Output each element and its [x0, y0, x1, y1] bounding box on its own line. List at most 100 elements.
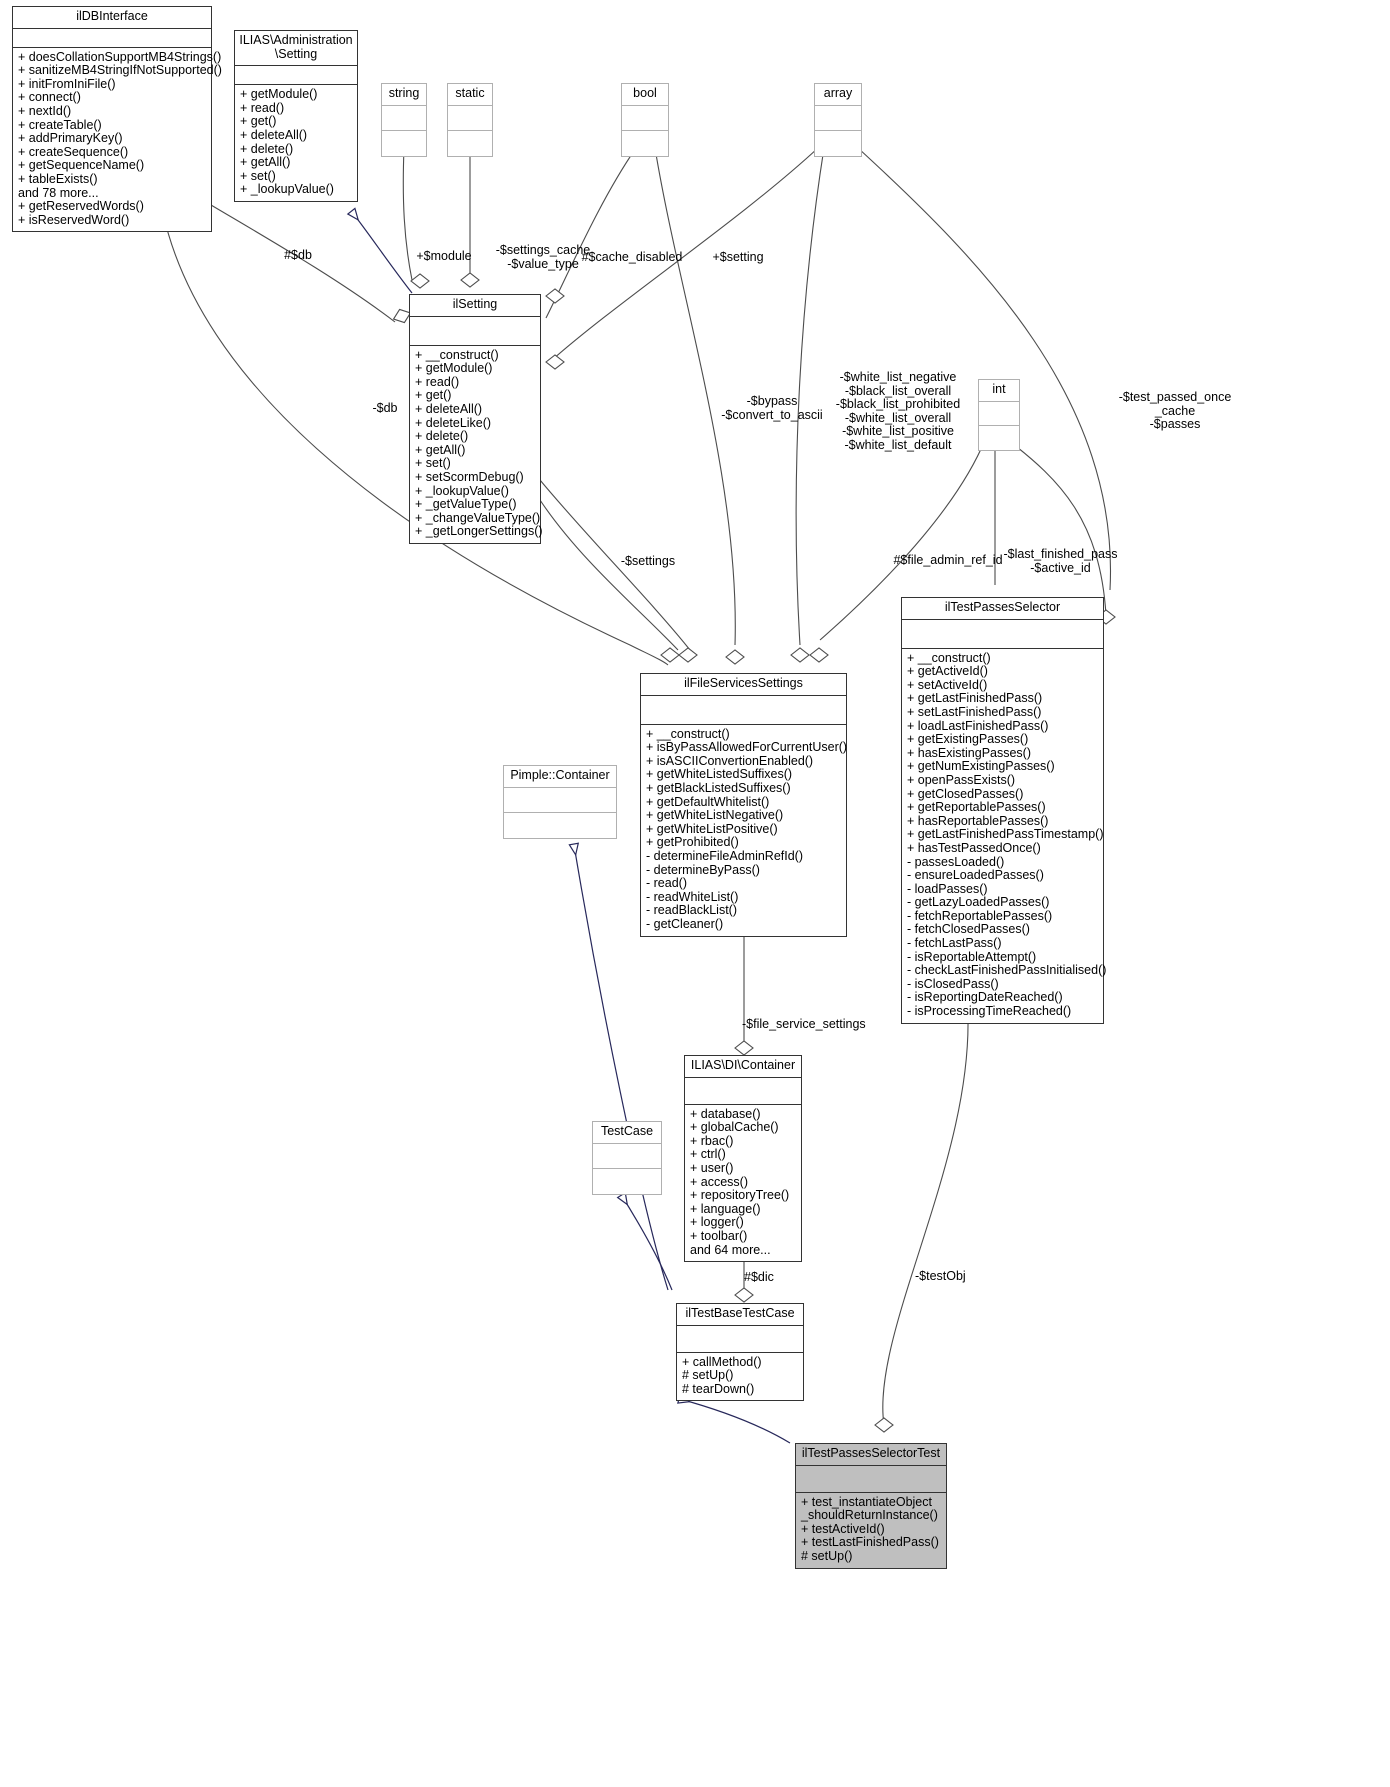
class-member: + getProhibited() — [646, 835, 739, 850]
class-member: + ctrl() — [690, 1147, 726, 1162]
class-attributes — [13, 29, 211, 48]
class-title: int — [979, 380, 1019, 402]
class-operations: + doesCollationSupportMB4Strings()+ sani… — [13, 48, 222, 232]
class-member: + getReportablePasses() — [907, 800, 1046, 815]
class-member: + __construct() — [907, 650, 991, 665]
class-member: + set() — [415, 456, 451, 471]
class-member: + _changeValueType() — [415, 510, 541, 525]
class-attributes — [641, 696, 846, 725]
class-member: + loadLastFinishedPass() — [907, 718, 1049, 733]
edge-label-whitelists: -$white_list_negative -$black_list_overa… — [835, 370, 961, 452]
class-member: - passesLoaded() — [907, 854, 1005, 869]
class-title: bool — [622, 84, 668, 106]
class-member: + __construct() — [646, 726, 730, 741]
class-member: - fetchReportablePasses() — [907, 908, 1053, 923]
class-member: + hasExistingPasses() — [907, 745, 1032, 760]
class-operations — [504, 813, 616, 838]
class-title: ILIAS\Administration \Setting — [235, 31, 357, 67]
class-member: + isByPassAllowedForCurrentUser() — [646, 740, 848, 755]
class-int[interactable]: int — [978, 379, 1020, 451]
class-string[interactable]: string — [381, 83, 427, 157]
class-member: + getClosedPasses() — [907, 786, 1024, 801]
class-member: + getNumExistingPasses() — [907, 759, 1055, 774]
class-member: + getSequenceName() — [18, 158, 145, 173]
class-ilsetting[interactable]: ilSetting + __construct()+ getModule()+ … — [409, 294, 543, 544]
class-member: + repositoryTree() — [690, 1188, 790, 1203]
class-testcase[interactable]: TestCase — [592, 1121, 662, 1195]
class-attributes — [677, 1326, 803, 1353]
edge-label-last-finished-pass: -$last_finished_pass -$active_id — [1003, 547, 1118, 575]
edge-label-settings: -$settings — [620, 554, 676, 568]
class-member: - ensureLoadedPasses() — [907, 868, 1044, 883]
class-member: + get() — [240, 114, 277, 129]
class-array[interactable]: array — [814, 83, 862, 157]
class-attributes — [902, 620, 1103, 649]
class-member: - determineByPass() — [646, 862, 760, 877]
class-iltestbasetestcase[interactable]: ilTestBaseTestCase + callMethod()# setUp… — [676, 1303, 804, 1402]
edge-label-file-service-settings: -$file_service_settings — [742, 1017, 866, 1031]
class-operations: + getModule()+ read()+ get()+ deleteAll(… — [235, 85, 357, 201]
class-member: + tableExists() — [18, 171, 98, 186]
class-attributes — [382, 106, 426, 131]
class-member: + setActiveId() — [907, 677, 988, 692]
class-member: and 64 more... — [690, 1242, 771, 1257]
class-ilfileservicessettings[interactable]: ilFileServicesSettings + __construct()+ … — [640, 673, 847, 937]
class-title: ILIAS\DI\Container — [685, 1056, 801, 1078]
class-static[interactable]: static — [447, 83, 493, 157]
class-ilias-administration-setting[interactable]: ILIAS\Administration \Setting + getModul… — [234, 30, 358, 202]
class-member: + read() — [240, 100, 285, 115]
class-member: + _getLongerSettings() — [415, 524, 543, 539]
class-bool[interactable]: bool — [621, 83, 669, 157]
class-member: - determineFileAdminRefId() — [646, 848, 803, 863]
class-member: + sanitizeMB4StringIfNotSupported() — [18, 63, 222, 78]
class-member: # setUp() — [801, 1548, 853, 1563]
class-member: + getActiveId() — [907, 664, 988, 679]
class-member: + toolbar() — [690, 1228, 748, 1243]
class-operations: + __construct()+ getActiveId()+ setActiv… — [902, 649, 1106, 1023]
edge-label-setting: +$setting — [712, 250, 764, 264]
edge-label-bypass: -$bypass -$convert_to_ascii — [721, 394, 823, 422]
class-member: + getAll() — [240, 155, 291, 170]
class-member: + createTable() — [18, 117, 102, 132]
class-member: + get() — [415, 388, 452, 403]
class-member: + testLastFinishedPass() — [801, 1535, 939, 1550]
edge-label-db-fileservices: -$db — [372, 401, 398, 415]
class-operations — [382, 131, 426, 156]
class-iltestpassesselectortest[interactable]: ilTestPassesSelectorTest + test_instanti… — [795, 1443, 947, 1569]
class-member: - isClosedPass() — [907, 976, 999, 991]
class-pimple-container[interactable]: Pimple::Container — [503, 765, 617, 839]
class-member: + getLastFinishedPass() — [907, 691, 1043, 706]
class-member: + getWhiteListedSuffixes() — [646, 767, 793, 782]
class-member: + getDefaultWhitelist() — [646, 794, 770, 809]
class-member: - readBlackList() — [646, 903, 737, 918]
class-operations — [622, 131, 668, 156]
class-ildbinterface[interactable]: ilDBInterface + doesCollationSupportMB4S… — [12, 6, 222, 233]
class-member: + rbac() — [690, 1133, 734, 1148]
edge-label-dic: #$dic — [744, 1270, 774, 1284]
class-member: + createSequence() — [18, 144, 129, 159]
class-title: ilTestPassesSelector — [902, 598, 1103, 620]
class-attributes — [504, 788, 616, 813]
class-member: _shouldReturnInstance() — [801, 1508, 938, 1523]
class-member: - readWhiteList() — [646, 889, 739, 904]
class-iltestpassesselector[interactable]: ilTestPassesSelector + __construct()+ ge… — [901, 597, 1106, 1024]
edge-label-cache-disabled: #$cache_disabled — [581, 250, 683, 264]
class-attributes — [410, 317, 540, 346]
class-member: - isReportingDateReached() — [907, 990, 1063, 1005]
edge-label-settings-cache: -$settings_cache -$value_type — [495, 243, 591, 271]
edge-label-module: +$module — [416, 249, 472, 263]
class-title: TestCase — [593, 1122, 661, 1144]
class-operations — [815, 131, 861, 156]
class-member: + testActiveId() — [801, 1521, 885, 1536]
class-member: + delete() — [240, 141, 294, 156]
class-ilias-di-container[interactable]: ILIAS\DI\Container + database()+ globalC… — [684, 1055, 802, 1263]
class-member: + getModule() — [240, 87, 318, 102]
class-operations — [448, 131, 492, 156]
class-member: + user() — [690, 1160, 734, 1175]
class-member: + getBlackListedSuffixes() — [646, 780, 791, 795]
class-operations: + database()+ globalCache()+ rbac()+ ctr… — [685, 1105, 801, 1262]
class-member: + hasTestPassedOnce() — [907, 840, 1041, 855]
class-member: + deleteLike() — [415, 415, 492, 430]
class-member: + callMethod() — [682, 1354, 762, 1369]
